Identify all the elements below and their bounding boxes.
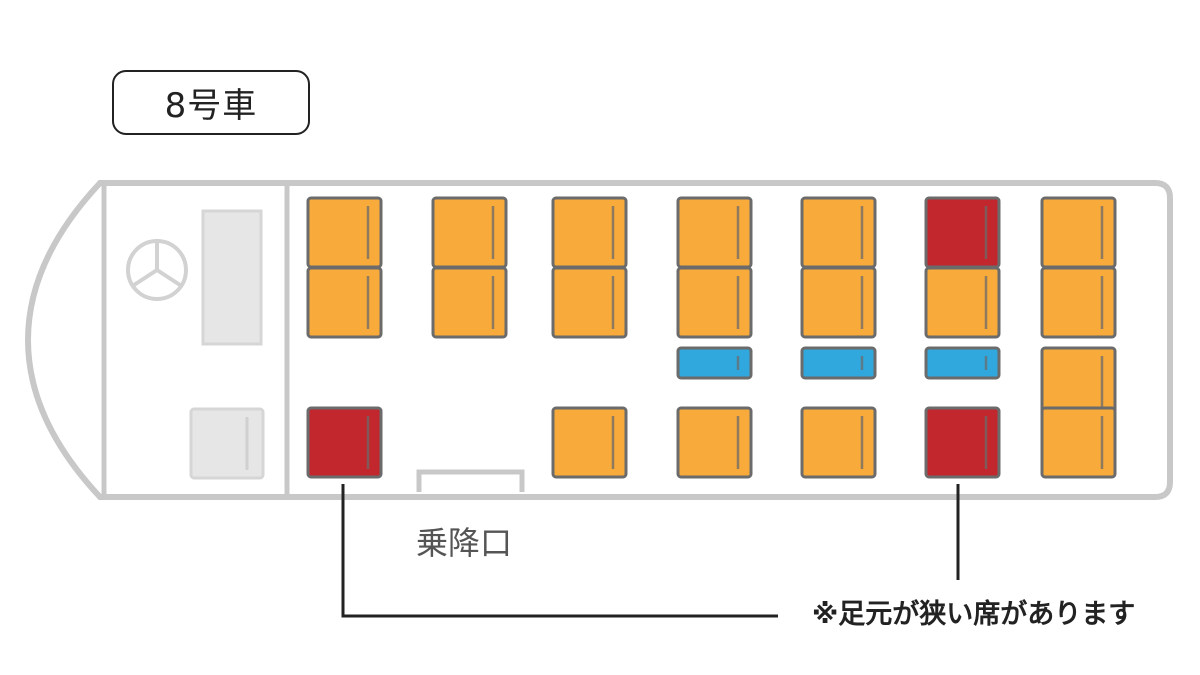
- seat-narrow-legroom-c6-r1[interactable]: [924, 196, 1001, 269]
- car-number-label: 8号車: [112, 70, 310, 135]
- seat-standard-c7-r1[interactable]: [1040, 196, 1117, 269]
- seat-standard-c1-r1[interactable]: [306, 196, 383, 269]
- narrow-legroom-note: ※足元が狭い席があります: [812, 599, 1136, 630]
- seat-standard-c6-r2[interactable]: [924, 266, 1001, 339]
- seat-standard-c2-r2[interactable]: [431, 266, 508, 339]
- conductor-seat: [189, 407, 265, 480]
- seat-standard-c5-r2[interactable]: [800, 266, 877, 339]
- seat-standard-c1-r2[interactable]: [306, 266, 383, 339]
- seat-narrow-legroom-c6-r4[interactable]: [924, 406, 1001, 479]
- dashboard-panel: [201, 209, 263, 346]
- seat-standard-c3-r2[interactable]: [551, 266, 628, 339]
- entrance-door: [416, 469, 525, 492]
- seat-standard-c5-r4[interactable]: [800, 406, 877, 479]
- seat-standard-c4-r1[interactable]: [676, 196, 753, 269]
- seat-standard-c5-r1[interactable]: [800, 196, 877, 269]
- seat-standard-c4-r2[interactable]: [676, 266, 753, 339]
- seat-standard-c7-r2[interactable]: [1040, 266, 1117, 339]
- bus-body-outline: [24, 180, 1173, 500]
- callout-line-left: [341, 484, 778, 618]
- seat-aux-c5-r3[interactable]: [800, 346, 877, 380]
- entrance-label: 乗降口: [416, 524, 513, 562]
- seat-standard-c3-r4[interactable]: [551, 406, 628, 479]
- seat-standard-c2-r1[interactable]: [431, 196, 508, 269]
- seat-standard-c3-r1[interactable]: [551, 196, 628, 269]
- seat-standard-c7-r4[interactable]: [1040, 406, 1117, 479]
- seat-narrow-legroom-c1-r4[interactable]: [306, 406, 383, 479]
- seat-standard-c4-r4[interactable]: [676, 406, 753, 479]
- seat-aux-c4-r3[interactable]: [676, 346, 753, 380]
- steering-wheel-icon: [126, 239, 188, 301]
- callout-lines: [341, 484, 960, 618]
- seat-aux-c6-r3[interactable]: [924, 346, 1001, 380]
- seat-grid: [306, 196, 1117, 479]
